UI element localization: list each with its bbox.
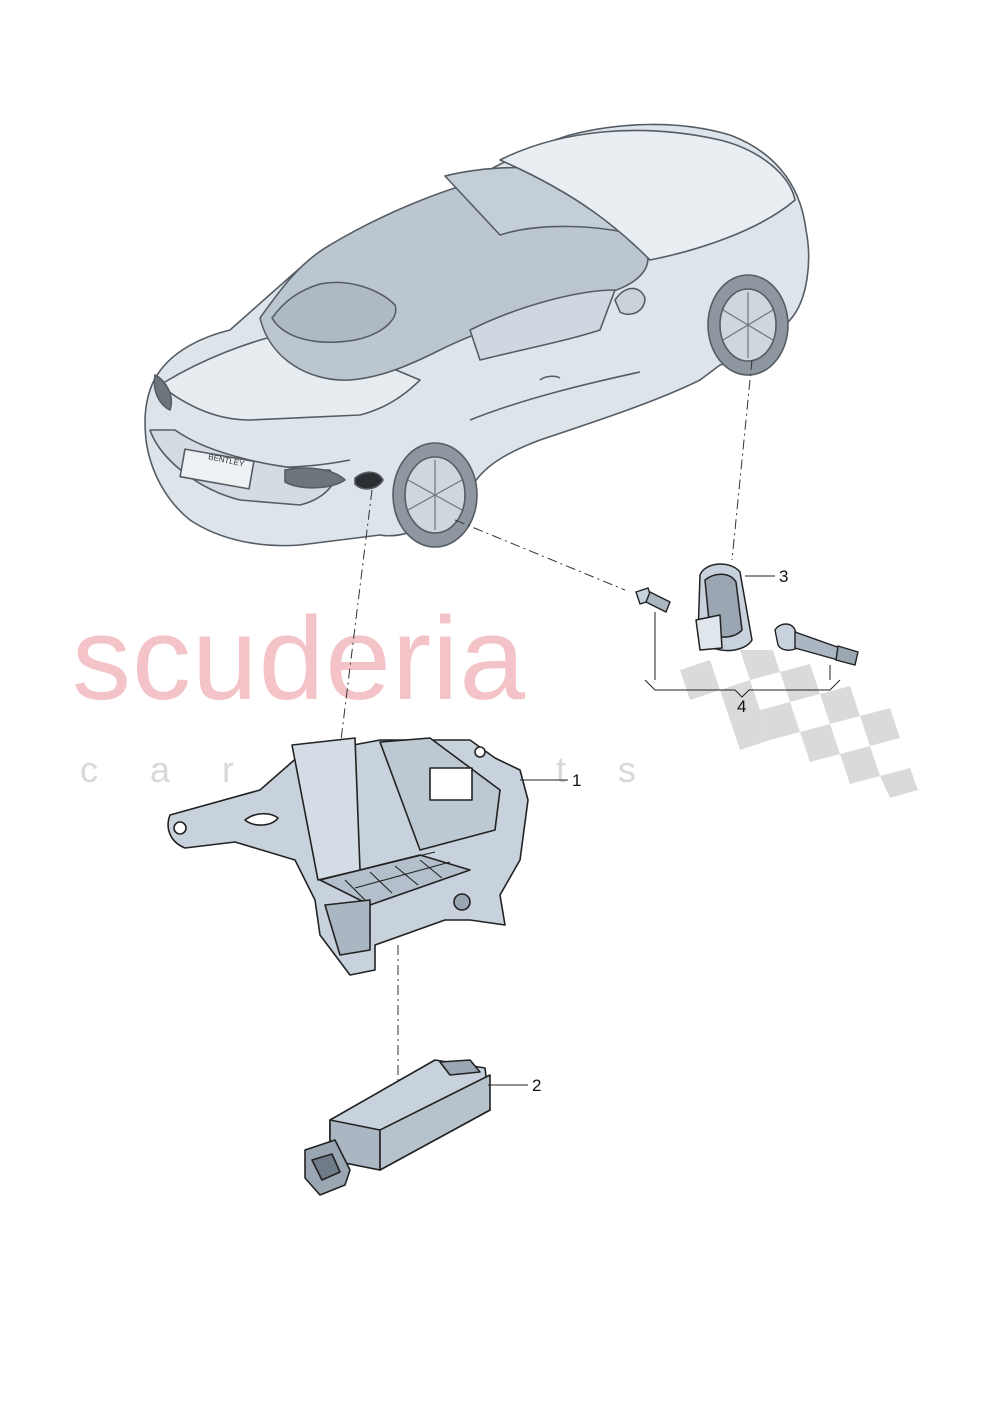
callout-label-4: 4 (737, 697, 747, 716)
car-illustration (144, 123, 810, 548)
valve-stem-part (774, 623, 859, 666)
callout-label-2: 2 (532, 1076, 542, 1095)
callout-label-1: 1 (572, 771, 582, 790)
leader-lines (339, 359, 753, 1100)
bracket-part-1 (167, 737, 529, 976)
screw-part (635, 587, 671, 613)
control-module-part-2 (304, 1059, 491, 1196)
callout-leaders (488, 575, 841, 1086)
callout-bracket-4 (644, 679, 841, 698)
leader-wheel-to-sensor (454, 519, 626, 591)
watermark-logo-text: scuderia (72, 593, 527, 725)
leader-frontwheel-to-sensor (731, 359, 753, 561)
leader-car-to-bracket (339, 489, 373, 749)
tyre-sensor-part-3 (695, 563, 753, 652)
callout-label-3: 3 (779, 567, 789, 586)
